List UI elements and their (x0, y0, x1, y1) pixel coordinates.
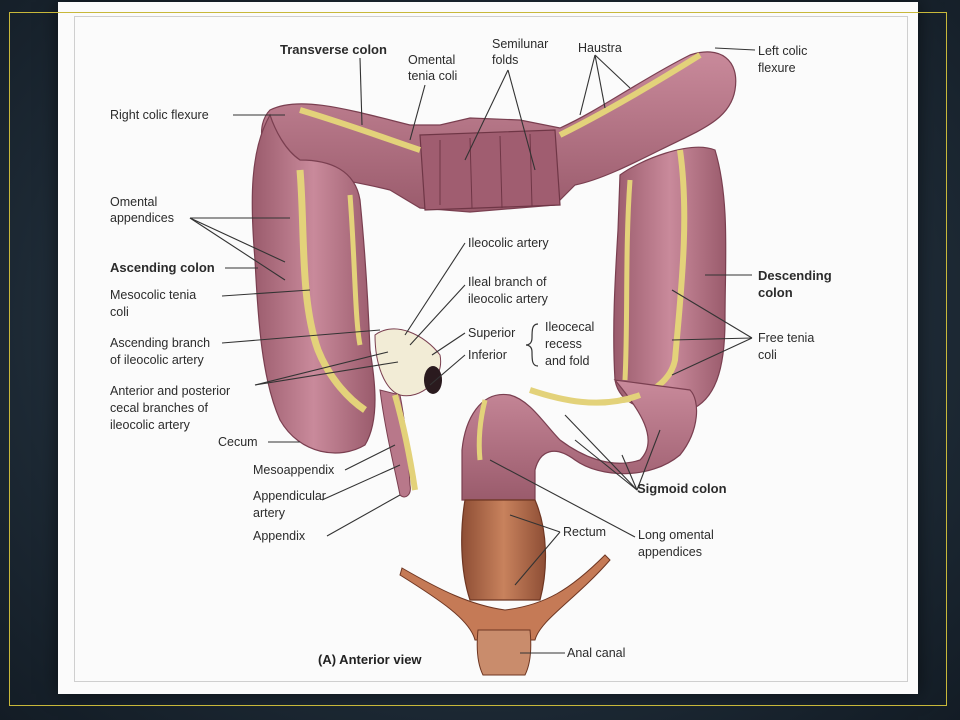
label-left-colic-2: flexure (758, 61, 796, 75)
label-mesocolic-2: coli (110, 305, 129, 319)
ileocecal-brace (525, 323, 539, 367)
label-cecum: Cecum (218, 435, 258, 449)
label-descending-1: Descending (758, 268, 832, 283)
cecum-appendix-shape (374, 328, 442, 498)
label-appendicular-1: Appendicular (253, 489, 326, 503)
label-semilunar-2: folds (492, 53, 518, 67)
sigmoid-colon-shape (461, 379, 698, 501)
figure-border (74, 16, 908, 682)
label-omental-appendices-2: appendices (110, 211, 174, 225)
figure-caption: (A) Anterior view (318, 652, 422, 667)
label-ascending-colon: Ascending colon (110, 260, 215, 275)
label-ascending-branch-2: of ileocolic artery (110, 353, 205, 367)
label-mesocolic-1: Mesocolic tenia (110, 288, 196, 302)
label-left-colic-1: Left colic (758, 44, 807, 58)
label-long-omental-2: appendices (638, 545, 702, 559)
label-inferior: Inferior (468, 348, 507, 362)
label-omental-appendices-1: Omental (110, 195, 157, 209)
label-ant-post-cecal-3: ileocolic artery (110, 418, 191, 432)
leader-lines (189, 47, 756, 654)
label-free-tenia-1: Free tenia (758, 331, 814, 345)
label-semilunar-1: Semilunar (492, 37, 548, 51)
label-descending-2: colon (758, 285, 793, 300)
label-haustra: Haustra (578, 41, 622, 55)
label-superior: Superior (468, 326, 515, 340)
label-ileocecal-2: recess (545, 337, 582, 351)
label-omental-tenia-coli-1: Omental (408, 53, 455, 67)
label-transverse-colon: Transverse colon (280, 42, 387, 57)
label-long-omental-1: Long omental (638, 528, 714, 542)
label-appendicular-2: artery (253, 506, 286, 520)
descending-colon-shape (613, 146, 727, 413)
label-ileocecal-3: and fold (545, 354, 590, 368)
label-ascending-branch-1: Ascending branch (110, 336, 210, 350)
label-ileal-branch-1: Ileal branch of (468, 275, 547, 289)
label-rectum: Rectum (563, 525, 606, 539)
label-sigmoid-colon: Sigmoid colon (637, 481, 727, 496)
label-omental-tenia-coli-2: tenia coli (408, 69, 457, 83)
transverse-colon-shape (261, 51, 737, 213)
label-mesoappendix: Mesoappendix (253, 463, 335, 477)
ascending-colon-shape (251, 113, 376, 454)
label-ant-post-cecal-2: cecal branches of (110, 401, 209, 415)
label-anal-canal: Anal canal (567, 646, 625, 660)
label-free-tenia-2: coli (758, 348, 777, 362)
rectum-shape (399, 499, 611, 676)
label-ant-post-cecal-1: Anterior and posterior (110, 384, 230, 398)
label-appendix: Appendix (253, 529, 306, 543)
label-ileal-branch-2: ileocolic artery (468, 292, 549, 306)
label-right-colic-flexure: Right colic flexure (110, 108, 209, 122)
label-ileocecal-1: Ileocecal (545, 320, 594, 334)
label-ileocolic-artery: Ileocolic artery (468, 236, 549, 250)
